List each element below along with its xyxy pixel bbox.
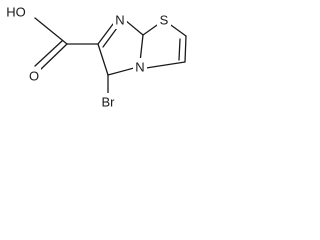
atom-sulfur: S (160, 13, 169, 28)
bonds (34, 17, 187, 94)
bond-c6-n7-double-2 (102, 27, 118, 48)
bond-c5-c6 (97, 43, 109, 76)
chemical-structure-diagram: HO O N N S Br (3, 3, 187, 111)
bond-c7a-n4 (139, 34, 144, 63)
bond-c-o-double-1 (39, 43, 68, 71)
bond-c-oh (34, 17, 68, 45)
atom-carbonyl-oxygen: O (29, 69, 39, 84)
bond-n7-c7a (124, 19, 144, 36)
atom-bromine: Br (102, 95, 116, 110)
bond-n4-c5 (107, 67, 135, 76)
atom-nitrogen-bridge: N (135, 60, 144, 75)
bond-c2-c3-double-2 (178, 38, 181, 61)
bond-c2-c3-double-1 (184, 35, 187, 63)
bond-c-o-double-2 (34, 40, 63, 67)
atom-nitrogen-top: N (115, 13, 124, 28)
bond-c3-n4 (145, 61, 186, 69)
atom-labels: HO O N N S Br (3, 3, 171, 111)
bond-c6-n7-double-1 (97, 23, 114, 45)
atom-hydroxyl: HO (6, 5, 26, 20)
